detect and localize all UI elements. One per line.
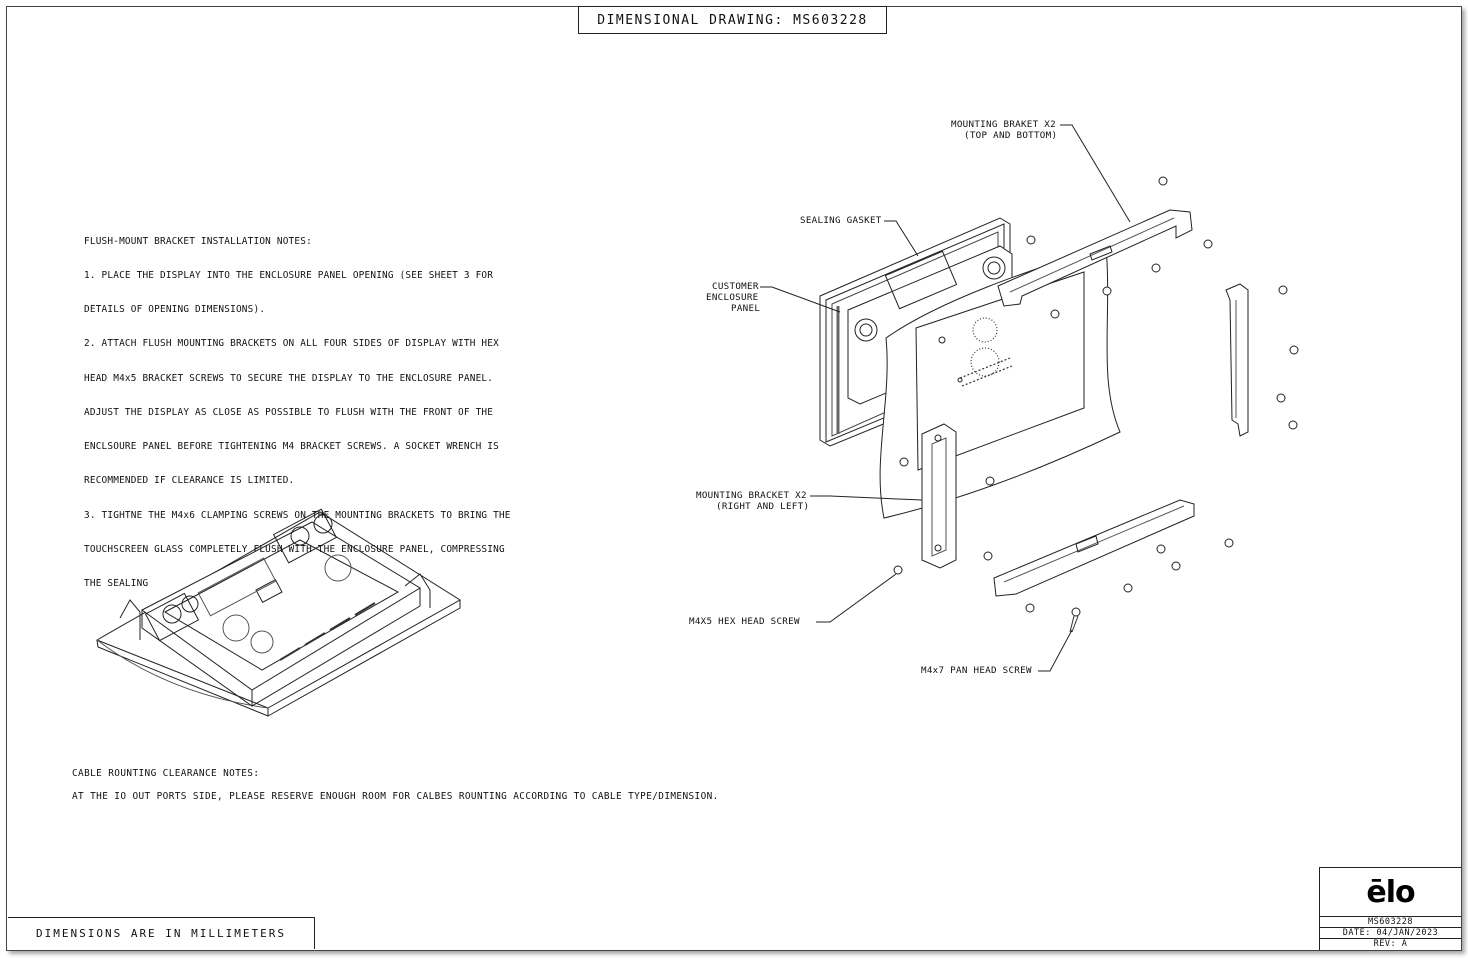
drawing-date: DATE: 04/JAN/2023 bbox=[1320, 927, 1461, 938]
logo-text: ēlo bbox=[1366, 874, 1415, 910]
notes-line: DETAILS OF OPENING DIMENSIONS). bbox=[84, 304, 266, 316]
installation-notes: FLUSH-MOUNT BRACKET INSTALLATION NOTES: … bbox=[84, 213, 544, 601]
notes-line: FLUSH-MOUNT BRACKET INSTALLATION NOTES: bbox=[84, 235, 312, 247]
callout-mounting-side-2: (RIGHT AND LEFT) bbox=[716, 501, 810, 512]
cable-notes-body: AT THE IO OUT PORTS SIDE, PLEASE RESERVE… bbox=[72, 791, 719, 802]
units-note: DIMENSIONS ARE IN MILLIMETERS bbox=[8, 917, 315, 949]
notes-line: TOUCHSCREEN GLASS COMPLETELY FLUSH WITH … bbox=[84, 543, 505, 555]
callout-mounting-top-2: (TOP AND BOTTOM) bbox=[964, 130, 1058, 141]
installed-display-iso-view bbox=[95, 508, 461, 717]
callout-customer-2: ENCLOSURE bbox=[706, 292, 759, 303]
page-title: DIMENSIONAL DRAWING: MS603228 bbox=[578, 6, 887, 34]
display-exploded-view bbox=[819, 176, 1299, 633]
part-number: MS603228 bbox=[1320, 916, 1461, 927]
drawing-sheet bbox=[6, 6, 1462, 951]
title-block: ēlo MS603228 DATE: 04/JAN/2023 REV: A bbox=[1319, 867, 1461, 950]
notes-line: RECOMMENDED IF CLEARANCE IS LIMITED. bbox=[84, 475, 295, 487]
callout-customer-3: PANEL bbox=[731, 303, 761, 314]
brand-logo: ēlo bbox=[1320, 868, 1461, 916]
callout-mounting-side-1: MOUNTING BRACKET X2 bbox=[696, 490, 807, 501]
callout-mounting-top-1: MOUNTING BRAKET X2 bbox=[951, 119, 1056, 130]
notes-line: ADJUST THE DISPLAY AS CLOSE AS POSSIBLE … bbox=[84, 406, 494, 418]
notes-line: 3. TIGHTNE THE M4x6 CLAMPING SCREWS ON T… bbox=[84, 509, 511, 521]
callout-leader-lines bbox=[760, 124, 1131, 672]
revision: REV: A bbox=[1320, 938, 1461, 949]
notes-line: 1. PLACE THE DISPLAY INTO THE ENCLOSURE … bbox=[84, 270, 494, 282]
callout-customer-1: CUSTOMER bbox=[712, 281, 759, 292]
notes-line: ENCLSOURE PANEL BEFORE TIGHTENING M4 BRA… bbox=[84, 441, 499, 453]
cable-notes-heading: CABLE ROUNTING CLEARANCE NOTES: bbox=[72, 768, 260, 779]
callout-sealing-gasket: SEALING GASKET bbox=[800, 215, 882, 226]
notes-line: 2. ATTACH FLUSH MOUNTING BRACKETS ON ALL… bbox=[84, 338, 499, 350]
notes-line: THE SEALING bbox=[84, 578, 149, 589]
callout-hex-screw: M4X5 HEX HEAD SCREW bbox=[689, 616, 800, 627]
notes-line: HEAD M4x5 BRACKET SCREWS TO SECURE THE D… bbox=[84, 372, 494, 384]
callout-pan-screw: M4x7 PAN HEAD SCREW bbox=[921, 665, 1032, 676]
